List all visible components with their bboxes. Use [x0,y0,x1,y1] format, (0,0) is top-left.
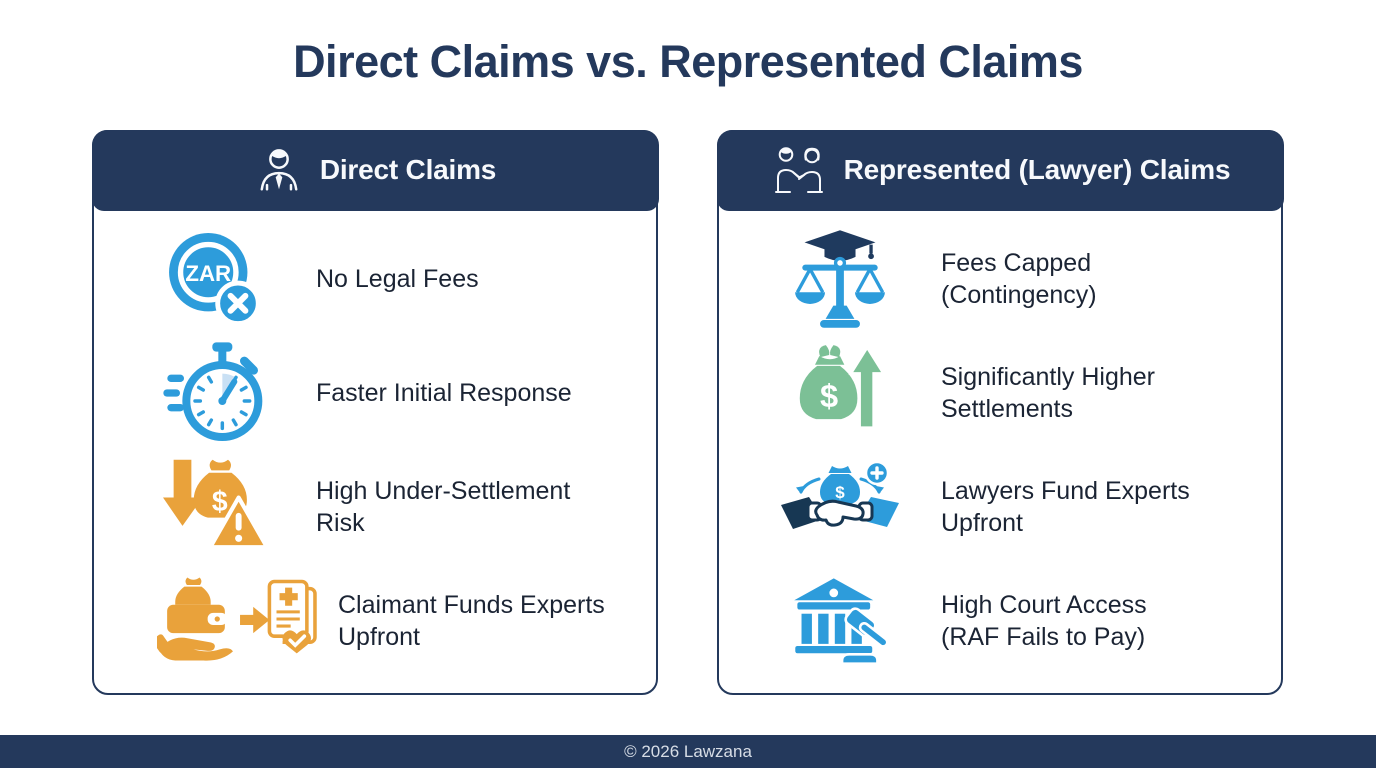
feature-label: Lawyers Fund Experts Upfront [941,476,1190,538]
feature-label: Fees Capped (Contingency) [941,248,1097,310]
hand-wallet-document-icon [156,568,318,674]
feature-label: No Legal Fees [316,264,479,293]
down-arrow-moneybag-warning-icon: $ [156,454,274,560]
feature-row-under-settlement-risk: $ High Under-Settlement Risk [94,450,656,564]
feature-row-claimant-funds-experts: Claimant Funds Experts Upfront [94,564,656,678]
feature-row-faster-response: Faster Initial Response [94,336,656,450]
card-represented-claims: Represented (Lawyer) Claims [716,129,1284,695]
feature-row-no-legal-fees: ZAR No Legal Fees [94,222,656,336]
svg-text:$: $ [835,483,845,502]
svg-text:$: $ [820,377,838,414]
moneybag-up-arrow-icon: $ [781,340,899,446]
courthouse-gavel-icon [781,568,899,674]
scales-graduation-cap-icon [781,226,899,332]
feature-row-high-court-access: High Court Access (RAF Fails to Pay) [719,564,1281,678]
feature-label: High Court Access (RAF Fails to Pay) [941,590,1147,652]
feature-label: Claimant Funds Experts Upfront [338,590,605,652]
feature-row-higher-settlements: $ Significantly Higher Settlements [719,336,1281,450]
zar-coin-crossed-icon: ZAR [156,226,274,332]
feature-label: Faster Initial Response [316,378,572,407]
card-direct-claims: Direct Claims ZAR No Legal Fees [91,129,659,695]
card-title: Represented (Lawyer) Claims [843,154,1231,185]
handshake-moneybag-plus-icon: $ [781,454,899,560]
card-direct-header: Direct Claims [91,129,659,211]
two-people-handshake-icon [770,145,828,195]
svg-text:$: $ [212,486,228,518]
feature-row-fees-capped: Fees Capped (Contingency) [719,222,1281,336]
card-represented-header: Represented (Lawyer) Claims [716,129,1284,211]
svg-text:ZAR: ZAR [185,261,231,286]
card-represented-rows: Fees Capped (Contingency) $ Significantl… [719,213,1281,693]
footer: © 2026 Lawzana [0,735,1376,768]
card-title: Direct Claims [319,154,497,185]
feature-row-lawyers-fund-experts: $ Lawyers Fund Experts Upfront [719,450,1281,564]
page-title: Direct Claims vs. Represented Claims [293,36,1083,87]
feature-label: Significantly Higher Settlements [941,362,1155,424]
copyright-text: © 2026 Lawzana [624,741,752,761]
person-icon [254,145,304,195]
feature-label: High Under-Settlement Risk [316,476,571,538]
card-direct-rows: ZAR No Legal Fees [94,213,656,693]
stopwatch-icon [156,340,274,446]
